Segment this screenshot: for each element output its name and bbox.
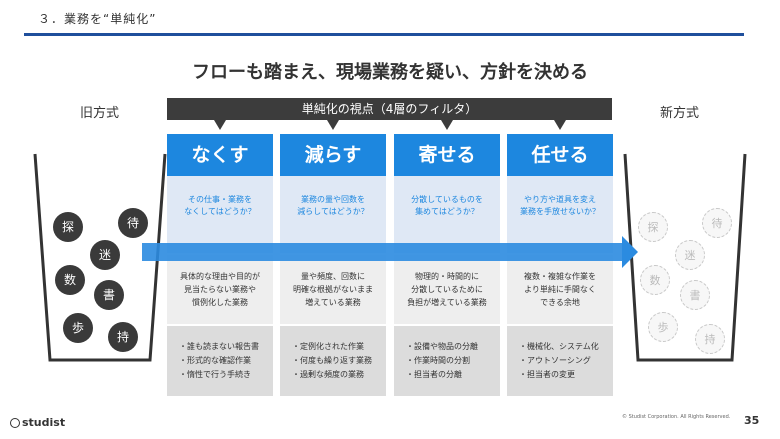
- old-method-label: 旧方式: [80, 106, 120, 121]
- old-item-circle: 迷: [90, 240, 120, 270]
- new-item-ghost: 数: [640, 265, 670, 295]
- example-item: ・機械化、システム化: [519, 342, 599, 351]
- example-item: ・過剰な頻度の業務: [292, 370, 364, 379]
- headline: フローも踏まえ、現場業務を疑い、方針を決める: [192, 62, 588, 83]
- column-heading: なくす: [167, 134, 273, 176]
- column-examples: ・定例化された作業 ・何度も繰り返す業務 ・過剰な頻度の業務: [280, 326, 386, 396]
- logo-ring-icon: [10, 418, 20, 428]
- column-nakusu: なくす その仕事・業務を なくしてはどうか？ 具体的な理由や目的が 見当たらない…: [167, 134, 273, 396]
- old-item-circle: 探: [53, 212, 83, 242]
- down-arrow-icon: [554, 120, 566, 130]
- down-arrow-icon: [441, 120, 453, 130]
- column-question: 分散しているものを 集めてはどうか？: [394, 176, 500, 253]
- example-item: ・担当者の分離: [406, 370, 462, 379]
- column-yoseru: 寄せる 分散しているものを 集めてはどうか？ 物理的・時間的に 分散しているため…: [394, 134, 500, 396]
- example-item: ・設備や物品の分離: [406, 342, 478, 351]
- column-makaseru: 任せる やり方や道具を変え 業務を手放せないか？ 複数・複雑な作業を より単純に…: [507, 134, 613, 396]
- flow-arrow: [142, 243, 625, 261]
- old-item-circle: 待: [118, 208, 148, 238]
- column-heading: 任せる: [507, 134, 613, 176]
- column-description: 具体的な理由や目的が 見当たらない業務や 慣例化した業務: [167, 255, 273, 324]
- down-arrow-icon: [327, 120, 339, 130]
- new-item-ghost: 待: [702, 208, 732, 238]
- new-item-ghost: 迷: [675, 240, 705, 270]
- filter-bar: 単純化の視点（4層のフィルタ）: [167, 98, 612, 120]
- example-item: ・惰性で行う手続き: [179, 370, 251, 379]
- column-examples: ・誰も読まない報告書 ・形式的な確認作業 ・惰性で行う手続き: [167, 326, 273, 396]
- column-question: やり方や道具を変え 業務を手放せないか？: [507, 176, 613, 253]
- column-heading: 寄せる: [394, 134, 500, 176]
- page-number: 35: [744, 414, 760, 427]
- column-question: その仕事・業務を なくしてはどうか？: [167, 176, 273, 253]
- title-rule: [24, 33, 744, 36]
- down-arrow-icon: [214, 120, 226, 130]
- example-item: ・定例化された作業: [292, 342, 364, 351]
- section-label: ３．業務を“単純化”: [38, 12, 157, 26]
- old-item-circle: 持: [108, 322, 138, 352]
- old-item-circle: 書: [94, 280, 124, 310]
- example-item: ・担当者の変更: [519, 370, 575, 379]
- column-examples: ・設備や物品の分離 ・作業時間の分割 ・担当者の分離: [394, 326, 500, 396]
- old-item-circle: 歩: [63, 313, 93, 343]
- column-herasu: 減らす 業務の量や回数を 減らしてはどうか？ 量や頻度、回数に 明確な根拠がない…: [280, 134, 386, 396]
- example-item: ・形式的な確認作業: [179, 356, 251, 365]
- column-description: 量や頻度、回数に 明確な根拠がないまま 増えている業務: [280, 255, 386, 324]
- column-question: 業務の量や回数を 減らしてはどうか？: [280, 176, 386, 253]
- studist-logo: studist: [10, 416, 65, 429]
- new-item-ghost: 歩: [648, 312, 678, 342]
- column-description: 複数・複雑な作業を より単純に手間なく できる余地: [507, 255, 613, 324]
- column-examples: ・機械化、システム化 ・アウトソーシング ・担当者の変更: [507, 326, 613, 396]
- column-heading: 減らす: [280, 134, 386, 176]
- example-item: ・アウトソーシング: [519, 356, 591, 365]
- new-item-ghost: 書: [680, 280, 710, 310]
- copyright: © Studist Corporation. All Rights Reserv…: [622, 414, 731, 420]
- example-item: ・誰も読まない報告書: [179, 342, 259, 351]
- new-item-ghost: 持: [695, 324, 725, 354]
- example-item: ・作業時間の分割: [406, 356, 470, 365]
- old-item-circle: 数: [55, 265, 85, 295]
- example-item: ・何度も繰り返す業務: [292, 356, 372, 365]
- new-method-label: 新方式: [660, 106, 700, 121]
- new-item-ghost: 探: [638, 212, 668, 242]
- arrow-right-icon: [622, 236, 638, 268]
- column-description: 物理的・時間的に 分散しているために 負担が増えている業務: [394, 255, 500, 324]
